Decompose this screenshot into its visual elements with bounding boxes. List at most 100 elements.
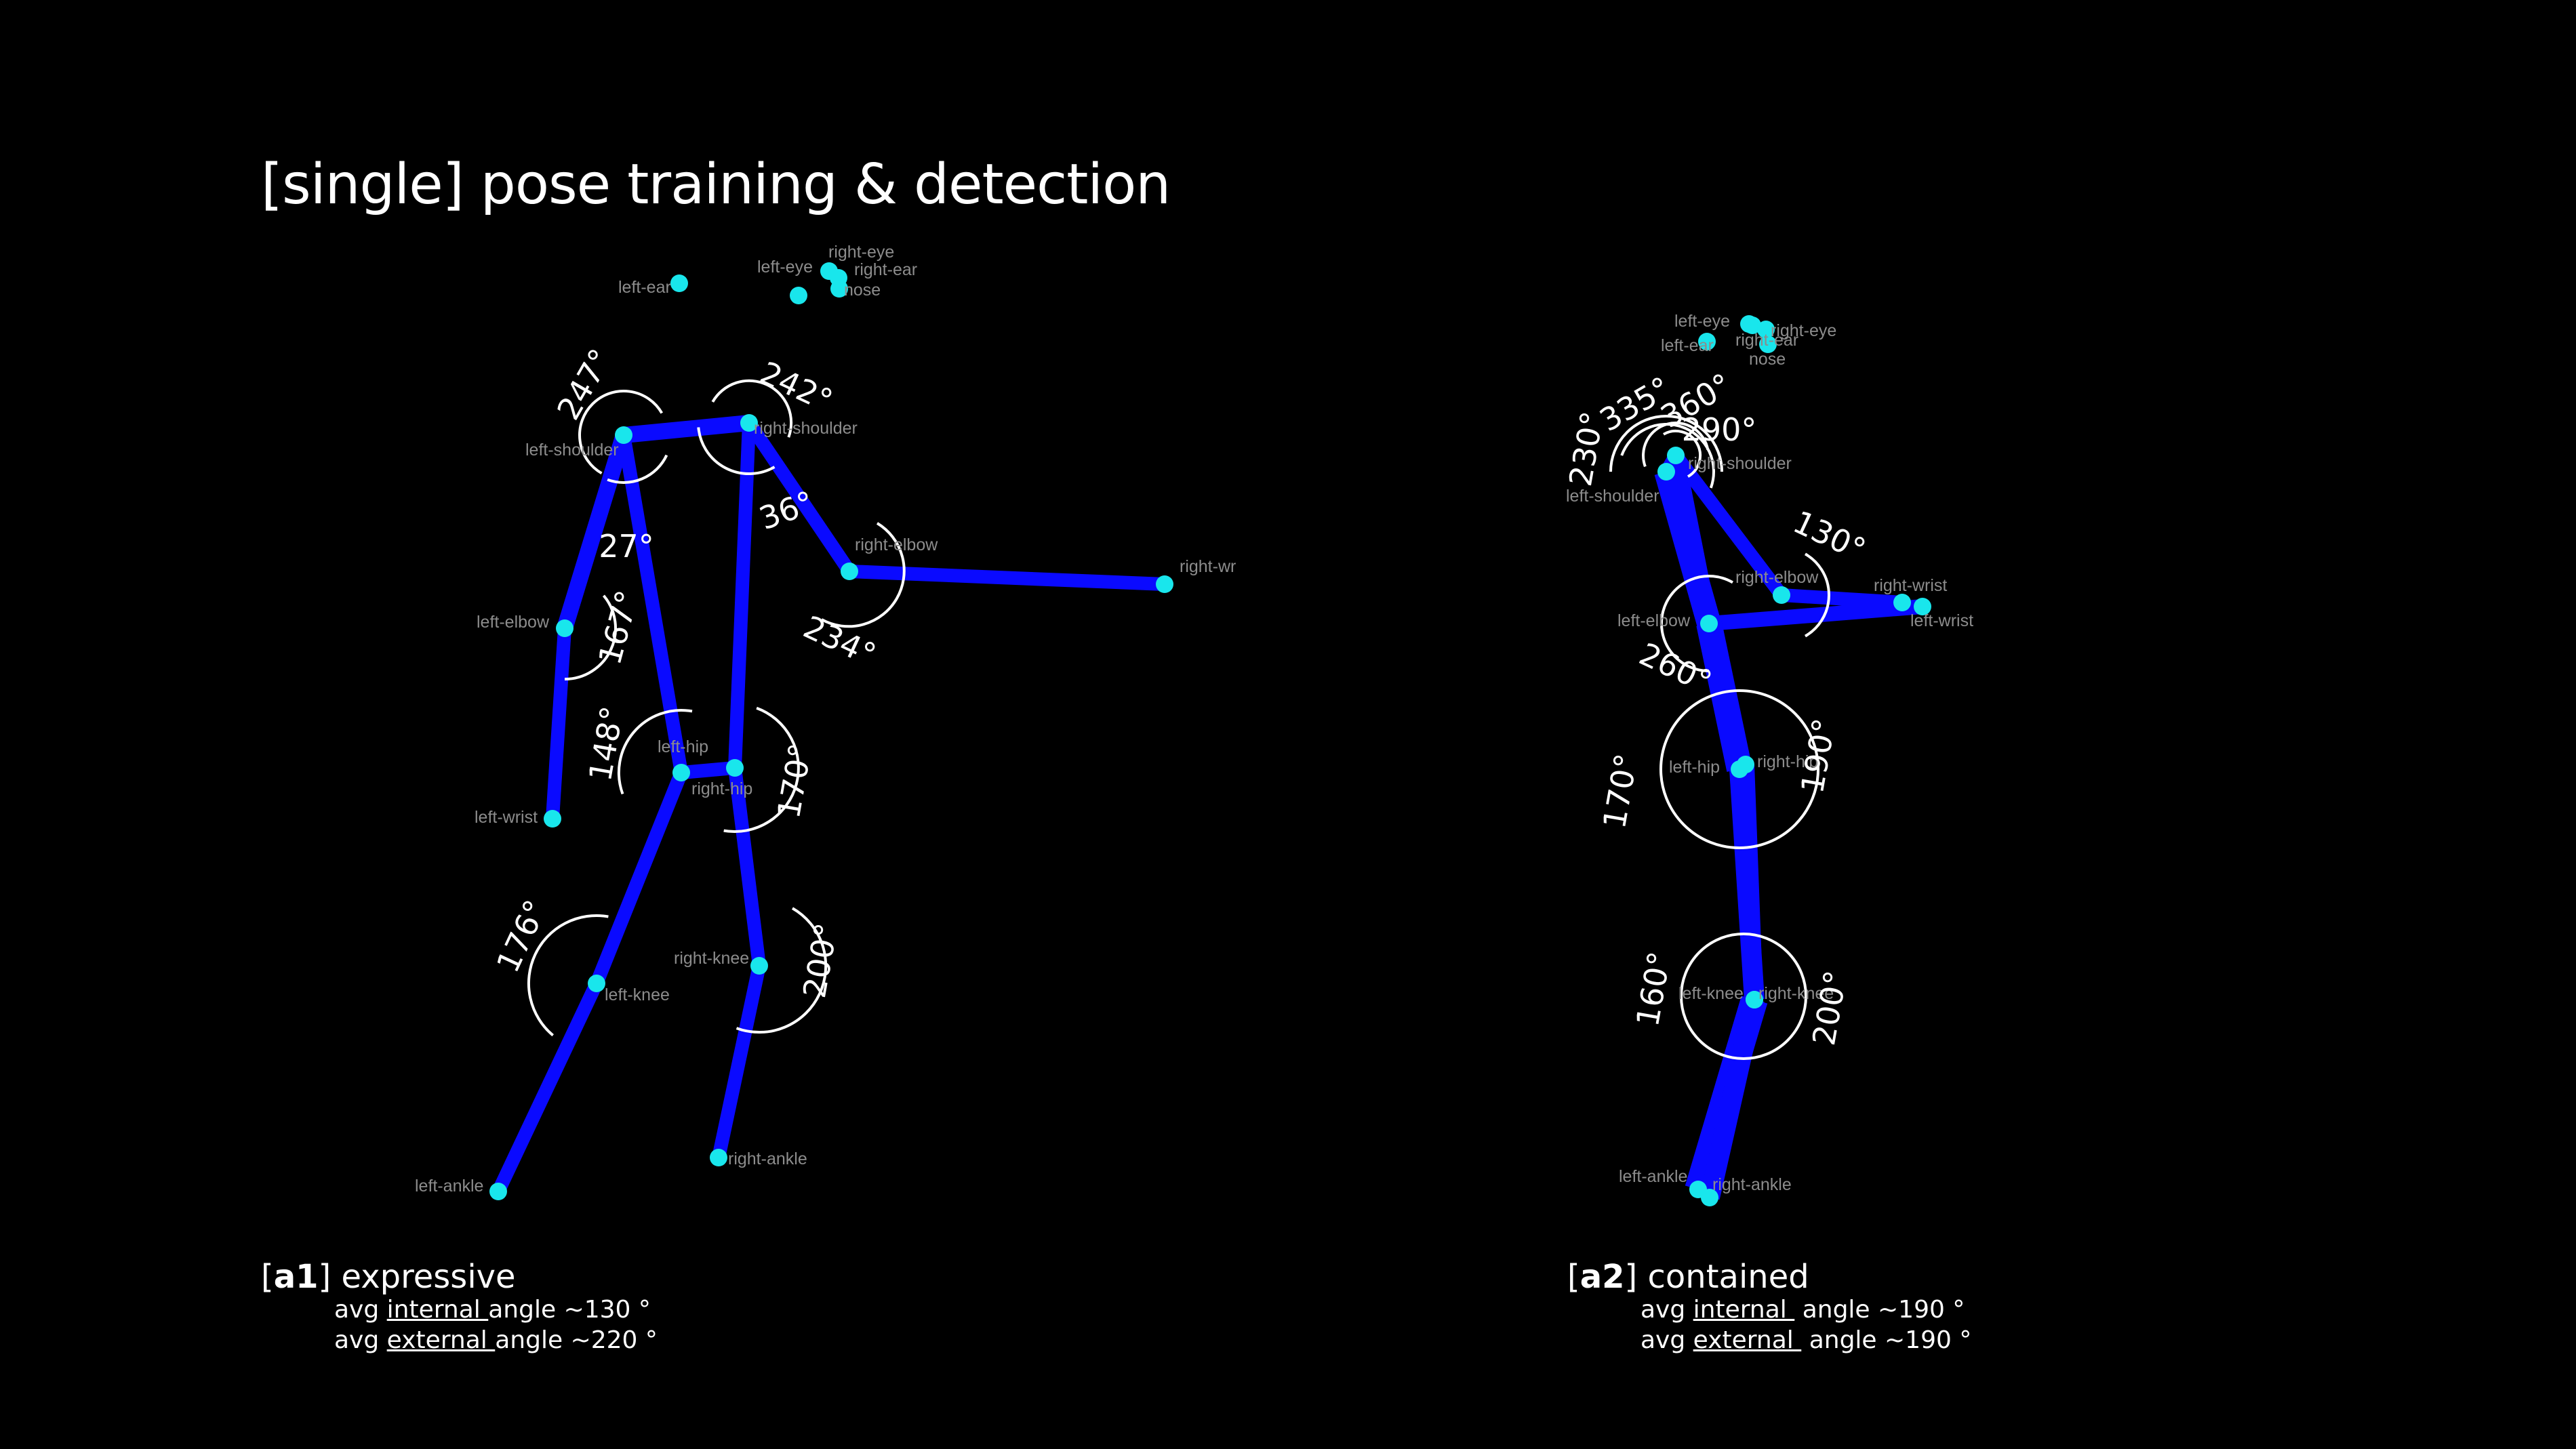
- angle-arc-6: [821, 522, 906, 628]
- keypoint-left-shoulder: [1657, 463, 1675, 481]
- angle-arc-3: [1642, 422, 1710, 468]
- keypoint-label-left-hip: left-hip: [658, 737, 708, 756]
- keypoint-left-eye: [1698, 333, 1716, 350]
- angle-arc-10: [1743, 933, 1807, 1060]
- keypoint-label-left-elbow: left-elbow: [477, 613, 550, 632]
- caption-label: expressive: [331, 1258, 516, 1296]
- keypoint-label-right-ear: right-ear: [1735, 331, 1798, 350]
- angle-arc-8: [1739, 689, 1819, 849]
- keypoint-label-right-knee: right-knee: [1758, 984, 1834, 1003]
- angle-arc-2: [1620, 423, 1715, 489]
- angle-label-9: 176°: [489, 895, 555, 978]
- limb-right-shoulder-to-right-hip: [728, 422, 756, 769]
- limb-right-elbow-to-right-wrist: [1781, 588, 1903, 609]
- keypoint-right-elbow: [1773, 586, 1790, 604]
- keypoint-label-left-ear: left-ear: [1661, 336, 1714, 355]
- angle-arc-3: [607, 454, 668, 484]
- keypoint-label-right-shoulder: right-shoulder: [754, 419, 858, 438]
- keypoint-label-left-wrist: left-wrist: [475, 808, 538, 827]
- keypoint-right-ear: [1740, 315, 1758, 333]
- keypoint-right-knee: [750, 957, 768, 975]
- keypoint-right-wrist: [1893, 594, 1911, 611]
- limb-left-elbow-to-left-hip: [1696, 621, 1752, 772]
- angle-label-1: 247°: [550, 343, 619, 426]
- keypoints: [489, 262, 1173, 1200]
- skeleton-limbs: [491, 415, 1165, 1195]
- angle-label-3: 230°: [1562, 409, 1611, 489]
- external-angle-line: avg external angle ~190 °: [1567, 1325, 1971, 1355]
- keypoint-label-right-hip: right-hip: [1757, 752, 1818, 771]
- caption-heading: [a1] expressive: [261, 1259, 658, 1294]
- limb-left-knee-to-left-ankle: [491, 980, 603, 1195]
- caption-label: contained: [1637, 1258, 1809, 1296]
- angle-arcs: [1609, 415, 1830, 1060]
- internal-word: internal: [1693, 1296, 1795, 1324]
- angle-arcs: [527, 379, 906, 1037]
- keypoint-label-left-ankle: left-ankle: [415, 1177, 483, 1196]
- limb-right-hip-to-right-knee: [728, 767, 766, 967]
- keypoint-label-left-ankle: left-ankle: [1619, 1167, 1687, 1186]
- internal-word: internal: [386, 1296, 489, 1324]
- external-word: external: [386, 1326, 496, 1354]
- limb-right-elbow-to-right-wr: [849, 565, 1165, 591]
- angle-arc-1: [578, 390, 664, 475]
- angle-arc-6: [1659, 575, 1733, 672]
- keypoint-left-knee: [588, 975, 605, 992]
- angle-label-8: 190°: [1794, 716, 1843, 796]
- keypoint-label-left-knee: left-knee: [605, 985, 670, 1004]
- angle-arc-4: [1663, 429, 1702, 478]
- keypoint-label-right-ear: right-ear: [854, 260, 917, 279]
- keypoint-label-left-shoulder: left-shoulder: [525, 441, 619, 460]
- caption-bracket-close: ]: [318, 1258, 331, 1296]
- angle-arc-5: [564, 594, 617, 680]
- caption-tag: a2: [1579, 1258, 1625, 1296]
- keypoints: [1657, 315, 1931, 1206]
- line-prefix: avg: [1641, 1296, 1693, 1324]
- keypoint-left-eye: [790, 287, 807, 304]
- caption-bracket-open: [: [261, 1258, 274, 1296]
- angle-arc-8: [723, 706, 800, 833]
- caption-bracket-open: [: [1567, 1258, 1580, 1296]
- caption-tag: a1: [273, 1258, 319, 1296]
- keypoint-label-right-knee: right-knee: [674, 949, 749, 968]
- keypoint-right-elbow: [841, 563, 858, 580]
- keypoint-label-left-elbow: left-elbow: [1617, 611, 1691, 630]
- keypoint-right-wr: [1156, 575, 1173, 593]
- angle-arc-1: [1609, 415, 1723, 472]
- line-suffix: angle ~190 °: [1801, 1326, 1972, 1354]
- keypoint-right-shoulder: [1667, 447, 1685, 464]
- keypoint-label-left-wrist: left-wrist: [1910, 611, 1973, 630]
- angle-label-8: 170°: [770, 741, 819, 821]
- angle-label-10: 200°: [796, 920, 845, 1001]
- keypoint-label-left-ear: left-ear: [618, 278, 671, 297]
- angle-label-5: 167°: [591, 586, 646, 668]
- angle-label-4: 36°: [754, 484, 819, 537]
- keypoint-label-nose: nose: [1749, 350, 1786, 369]
- keypoint-left-ear: [1757, 321, 1775, 338]
- limb-right-shoulder-to-left-elbow: [1667, 453, 1718, 626]
- internal-angle-line: avg internal angle ~130 °: [261, 1294, 658, 1325]
- keypoint-left-elbow: [556, 619, 573, 637]
- keypoint-left-shoulder: [615, 426, 632, 444]
- keypoint-nose: [830, 280, 848, 298]
- keypoint-label-left-knee: left-knee: [1678, 984, 1744, 1003]
- angle-arc-10: [736, 907, 828, 1034]
- angle-label-4: 290°: [1682, 411, 1757, 448]
- limb-right-knee-to-right-ankle: [1699, 997, 1765, 1200]
- limb-left-hip-to-right-hip: [681, 761, 736, 779]
- caption-a2: [a2] contained avg internal angle ~190 °…: [1567, 1259, 1971, 1355]
- angle-label-9: 160°: [1629, 949, 1678, 1029]
- limb-right-knee-to-right-ankle: [712, 964, 766, 1160]
- line-prefix: avg: [334, 1296, 387, 1324]
- caption-bracket-close: ]: [1624, 1258, 1638, 1296]
- angle-arc-2: [711, 379, 793, 438]
- limb-left-hip-to-left-knee: [590, 770, 688, 986]
- line-prefix: avg: [334, 1326, 387, 1354]
- line-prefix: avg: [1641, 1326, 1693, 1354]
- caption-heading: [a2] contained: [1567, 1259, 1971, 1294]
- internal-angle-line: avg internal angle ~190 °: [1567, 1294, 1971, 1325]
- angle-arc-9: [1680, 933, 1744, 1060]
- keypoint-right-ankle: [1701, 1189, 1718, 1206]
